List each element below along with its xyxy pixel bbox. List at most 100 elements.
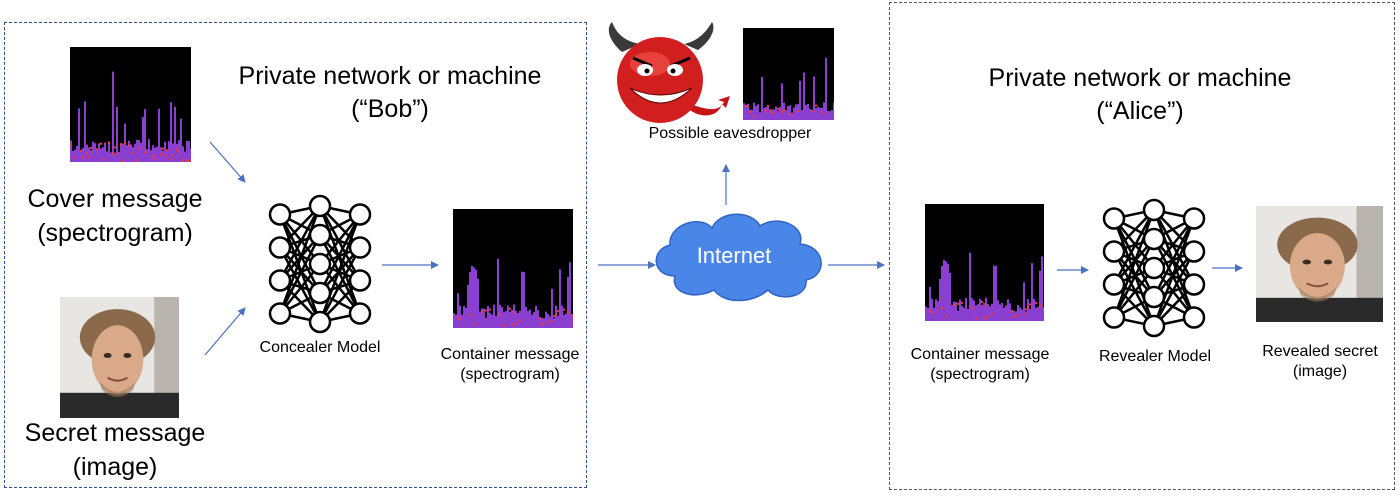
spectrogram-band: [569, 262, 571, 328]
spectrogram-band: [983, 303, 985, 321]
spectrogram-band: [1007, 299, 1009, 321]
spectrogram-hotspot: [987, 315, 989, 318]
spectrogram-band: [491, 314, 493, 328]
spectrogram-band: [773, 109, 775, 120]
spectrogram-hotspot: [1043, 307, 1044, 310]
spectrogram-band: [1041, 256, 1043, 321]
spectrogram-band: [517, 312, 519, 328]
spectrogram-band: [186, 140, 188, 162]
network-node: [268, 203, 292, 226]
network-edge: [318, 205, 362, 282]
container-alice-line2: (spectrogram): [930, 366, 1030, 383]
spectrogram-band: [781, 83, 783, 120]
spectrogram-band: [825, 57, 827, 120]
spectrogram-band: [563, 314, 565, 328]
network-edge: [318, 205, 362, 314]
cover-label-line2: (spectrogram): [37, 219, 193, 247]
face: [91, 325, 144, 394]
spectrogram-band: [130, 144, 132, 162]
spectrogram-band: [803, 72, 805, 120]
spectrogram-hotspot: [1039, 304, 1041, 307]
spectrogram-band: [833, 102, 834, 120]
network-edge: [318, 214, 362, 323]
spectrogram-band: [809, 109, 811, 120]
spectrogram-band: [787, 106, 789, 120]
spectrogram-hotspot: [571, 314, 573, 317]
container-message-label-bob: Container message (spectrogram): [425, 345, 595, 385]
spectrogram-band: [84, 101, 86, 162]
network-node: [1182, 273, 1206, 296]
spectrogram-band: [529, 309, 531, 328]
spectrogram-band: [927, 307, 929, 321]
spectrogram-band: [991, 303, 993, 321]
spectrogram-band: [757, 104, 759, 120]
container-alice-line1: Container message: [910, 346, 1050, 363]
spectrogram-band: [110, 152, 112, 162]
spectrogram-band: [561, 305, 563, 328]
spectrogram-band: [929, 286, 931, 321]
alice-network-box: [889, 2, 1395, 490]
spectrogram-band: [957, 310, 959, 321]
spectrogram-band: [807, 103, 809, 120]
network-node: [308, 310, 332, 334]
spectrogram-band: [743, 103, 745, 120]
spectrogram-hotspot: [503, 324, 505, 327]
spectrogram-band: [985, 297, 987, 321]
network-edge: [1152, 209, 1196, 286]
spectrogram-band: [88, 147, 90, 162]
network-node: [268, 236, 292, 259]
spectrogram-hotspot: [991, 312, 993, 315]
spectrogram-band: [995, 265, 997, 321]
spectrogram-band: [164, 141, 166, 162]
spectrogram-hotspot: [74, 156, 76, 159]
spectrogram-hotspot: [789, 112, 791, 115]
spectrogram-band: [90, 150, 92, 162]
spectrogram-hotspot: [975, 317, 977, 320]
spectrogram-band: [785, 110, 787, 120]
flow-arrows: [204, 141, 1243, 356]
spectrogram-band: [176, 143, 178, 162]
spectrogram-band: [152, 145, 154, 162]
spectrogram-band: [150, 150, 152, 162]
spectrogram-hotspot: [545, 321, 547, 324]
spectrogram-band: [749, 109, 751, 120]
spectrogram-band: [190, 148, 191, 162]
spectrogram-hotspot: [122, 159, 124, 162]
spectrogram-band: [949, 272, 951, 321]
spectrogram-band: [521, 271, 523, 328]
spectrogram-band: [1003, 307, 1005, 321]
spectrogram-hotspot: [124, 141, 126, 144]
spectrogram-band: [144, 109, 146, 162]
spectrogram-hotspot: [551, 320, 553, 323]
spectrogram-hotspot: [1017, 314, 1019, 317]
spectrogram-band: [759, 112, 761, 120]
spectrogram-band: [805, 104, 807, 120]
network-node: [348, 203, 372, 226]
spectrogram-hotspot: [473, 322, 475, 325]
spectrogram-hotspot: [162, 147, 164, 150]
network-edge: [1152, 238, 1196, 319]
spectrogram-band: [120, 143, 122, 162]
spectrogram-hotspot: [553, 315, 555, 318]
spectrogram-band: [126, 145, 128, 162]
spectrogram-band: [136, 139, 138, 162]
spectrogram-hotspot: [114, 146, 116, 149]
network-edge: [318, 246, 362, 323]
network-node: [1102, 306, 1126, 329]
spectrogram-band: [523, 271, 525, 328]
spectrogram-band: [172, 143, 174, 162]
network-node: [1182, 306, 1206, 329]
spectrogram-band: [565, 313, 567, 328]
shirt: [60, 392, 179, 418]
spectrogram-band: [1043, 308, 1044, 321]
alice-title-line1: Private network or machine: [988, 64, 1292, 92]
spectrogram-hotspot: [765, 109, 767, 112]
spectrogram-hotspot: [515, 322, 517, 325]
spectrogram-hotspot: [781, 110, 783, 113]
network-node: [308, 281, 332, 305]
spectrogram-hotspot: [499, 313, 501, 316]
spectrogram-band: [453, 313, 455, 328]
spectrogram-band: [765, 106, 767, 120]
spectrogram-band: [473, 267, 475, 328]
